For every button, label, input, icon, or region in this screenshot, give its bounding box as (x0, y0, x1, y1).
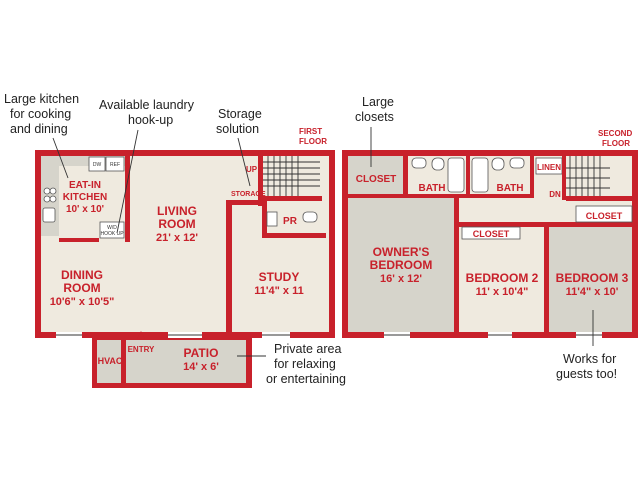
bedroom-2-name: BEDROOM 2 (466, 271, 539, 285)
stairs-down-label: DN (549, 190, 561, 199)
patio-annotation-2: for relaxing (274, 357, 336, 371)
kitchen-sink-icon (42, 207, 56, 223)
owners-bedroom-name-1: OWNER'S (373, 245, 430, 259)
first-floor-exterior: HVAC ENTRY PATIO 14' x 6' (92, 331, 252, 388)
guests-annotation-2: guests too! (556, 367, 617, 381)
bedroom-3-closet-label: CLOSET (586, 211, 623, 221)
laundry-annotation-2: hook-up (128, 113, 173, 127)
staircase-up (262, 156, 320, 196)
bedroom-3-size: 11'4" x 10' (566, 286, 619, 298)
storage-annotation-2: solution (216, 122, 259, 136)
patio-size: 14' x 6' (183, 361, 219, 373)
staircase-down (566, 156, 610, 196)
owners-bedroom-size: 16' x 12' (380, 273, 422, 285)
guests-annotation-1: Works for (563, 352, 616, 366)
second-floor-label-1: SECOND (598, 129, 632, 138)
hvac-label: HVAC (98, 356, 123, 366)
first-floor-label-2: FLOOR (299, 137, 327, 146)
patio-name: PATIO (184, 346, 219, 360)
dishwasher-icon (88, 156, 106, 172)
laundry-annotation-1: Available laundry (99, 98, 195, 112)
bedroom-3-name: BEDROOM 3 (556, 271, 629, 285)
living-room-name-2: ROOM (158, 217, 195, 231)
study-name: STUDY (259, 270, 300, 284)
eat-in-kitchen-size: 10' x 10' (66, 204, 104, 215)
laundry-pointer (116, 129, 139, 234)
storage-label: STORAGE (231, 191, 266, 198)
storage-pointer (237, 137, 251, 187)
first-floor: DW REF W/D HOOK UP UP (35, 127, 335, 338)
bath-1-fixtures (411, 157, 465, 193)
living-room-name-1: LIVING (157, 204, 197, 218)
entry-label: ENTRY (128, 345, 155, 354)
dining-room-size: 10'6" x 10'5" (50, 296, 115, 308)
powder-room-toilet-icon (302, 211, 318, 223)
bath-2-label: BATH (496, 183, 523, 194)
bedroom-2-closet-label: CLOSET (473, 229, 510, 239)
stairs-up-label: UP (246, 165, 258, 174)
stove-icon (43, 187, 57, 203)
linen-label: LINEN (537, 163, 561, 172)
refrigerator-label: REF (110, 162, 120, 168)
kitchen-annotation-1: Large kitchen (4, 92, 79, 106)
eat-in-kitchen-name-2: KITCHEN (63, 192, 107, 203)
kitchen-annotation-2: for cooking (10, 107, 71, 121)
kitchen-pointer (52, 137, 69, 179)
closets-annotation-1: Large (362, 95, 394, 109)
dishwasher-label: DW (93, 162, 102, 168)
dining-room-name-1: DINING (61, 268, 103, 282)
refrigerator-icon (105, 156, 125, 172)
dining-room-name-2: ROOM (63, 281, 100, 295)
owners-bedroom-name-2: BEDROOM (370, 258, 433, 272)
powder-room-sink-icon (266, 211, 278, 227)
patio-annotation-1: Private area (274, 342, 341, 356)
patio-annotation-3: or entertaining (266, 372, 346, 386)
second-floor: CLOSET OWNER'S BEDROOM 16' x 12' BATH BA… (342, 129, 638, 338)
second-floor-label-2: FLOOR (602, 139, 630, 148)
owner-closet-label: CLOSET (356, 174, 397, 185)
washer-dryer-label-2: HOOK UP (100, 231, 124, 237)
living-room-size: 21' x 12' (156, 232, 198, 244)
eat-in-kitchen-name-1: EAT-IN (69, 180, 101, 191)
first-floor-label-1: FIRST (299, 127, 322, 136)
annotations: Large kitchen for cooking and dining Ava… (4, 92, 617, 386)
powder-room-label: PR (283, 216, 298, 227)
bath-1-label: BATH (418, 183, 445, 194)
bath-2-fixtures (471, 157, 525, 193)
storage-annotation-1: Storage (218, 107, 262, 121)
kitchen-annotation-3: and dining (10, 122, 68, 136)
entry-arrow-icon (137, 331, 145, 339)
closets-annotation-2: closets (355, 110, 394, 124)
study-size: 11'4" x 11 (254, 285, 303, 297)
washer-dryer-label-1: W/D (107, 225, 117, 231)
bedroom-2-size: 11' x 10'4" (476, 286, 529, 298)
